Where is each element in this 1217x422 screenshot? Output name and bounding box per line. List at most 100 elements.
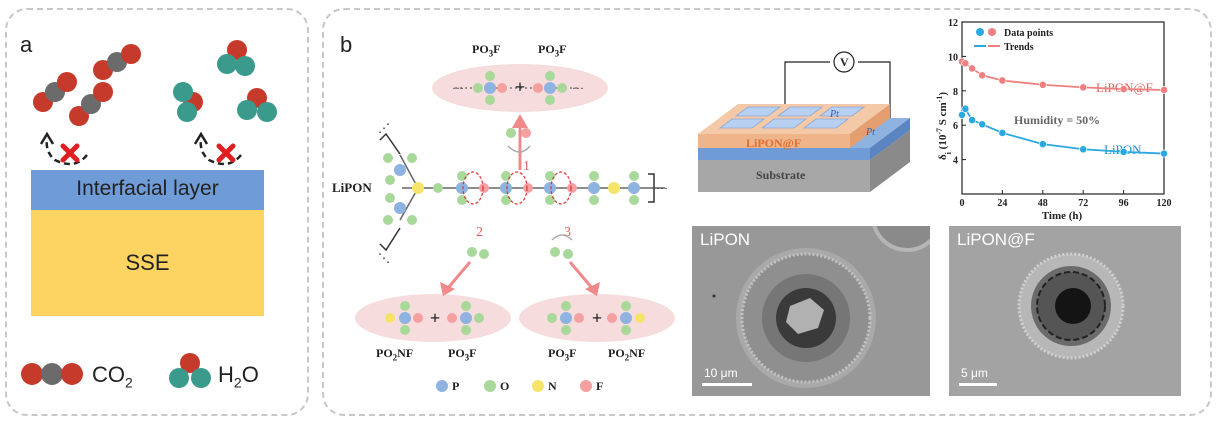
x-tick-label: 72 (1078, 198, 1088, 209)
data-point (1038, 140, 1047, 149)
svg-text:⋱: ⋱ (378, 251, 390, 265)
atom-legend-f: F (596, 379, 604, 393)
sse-layer: SSE (31, 210, 264, 316)
svg-text:···: ··· (572, 81, 584, 95)
path-1-label: 1 (523, 159, 530, 174)
svg-text:⋰: ⋰ (378, 121, 390, 135)
chart-annotation: Humidity = 50% (1014, 113, 1100, 127)
svg-text:···: ··· (452, 81, 464, 95)
co2-sub: 2 (125, 374, 133, 391)
blocked-arrow-left (45, 137, 88, 166)
lipon-chain: ··· ⋰ ⋱ (378, 121, 668, 265)
svg-text:+: + (515, 77, 525, 97)
data-point (968, 64, 976, 73)
sem-image-lipon: LiPON 10 μm (692, 226, 930, 396)
data-point (1119, 85, 1128, 93)
sem-scale-lipon: 10 μm (704, 366, 738, 380)
gas-molecules-illustration (33, 40, 277, 166)
data-point (998, 129, 1007, 137)
co2-text: CO (92, 362, 125, 387)
bottom-right-product-1: PO3F (548, 346, 577, 363)
data-point (1038, 80, 1047, 89)
pt-electrode-label-2: Pt (866, 127, 875, 138)
lipon-decomposition-scheme: + ··· ··· 1 ··· ⋰ ⋱ 2 (355, 64, 675, 392)
svg-text:+: + (430, 308, 440, 328)
data-point (1160, 86, 1168, 94)
lipon-chain-label: LiPON (332, 180, 372, 195)
data-point (978, 71, 987, 80)
atom-legend-p: P (452, 379, 460, 393)
pt-electrode-label-1: Pt (830, 109, 839, 120)
path-3-label: 3 (564, 225, 571, 240)
data-point (978, 120, 987, 129)
top-product-right-label: PO3F (538, 42, 567, 59)
interfacial-layer-label: Interfacial layer (76, 177, 219, 200)
data-point (998, 76, 1007, 85)
x-tick-label: 96 (1119, 198, 1129, 209)
bottom-left-product-1: PO2NF (376, 346, 414, 363)
product-ellipse-bottom-left (355, 294, 511, 342)
sem-scale-lipon-f: 5 μm (961, 366, 988, 380)
legend-co2-label: CO2 (92, 362, 133, 390)
cross-icon (216, 143, 236, 163)
panel-a (5, 8, 309, 416)
voltmeter-icon (833, 51, 855, 73)
y-tick-label: 12 (948, 18, 958, 29)
x-tick-label: 0 (960, 198, 965, 209)
data-point (961, 59, 970, 68)
atom-legend-n: N (548, 379, 557, 393)
device-schematic (698, 51, 910, 192)
lipon-f-layer-label: LiPON@F (746, 136, 802, 150)
fragment-top: + ··· ··· (452, 71, 584, 105)
data-point (1160, 149, 1168, 158)
fragment-bottom-right: + (547, 301, 645, 335)
y-tick-label: 6 (953, 121, 958, 132)
chart-legend: Data points Trends (974, 28, 1053, 53)
y-tick-label: 8 (953, 87, 958, 98)
legend-points-label: Data points (1004, 28, 1053, 39)
substrate-label: Substrate (756, 168, 806, 182)
data-point (1079, 83, 1088, 92)
co2-molecule (33, 72, 77, 112)
sem-title-lipon: LiPON (700, 230, 751, 249)
legend-h2o-label: H2O (218, 362, 259, 391)
panel-b (322, 8, 1212, 416)
cross-icon (60, 143, 80, 163)
y-tick-label: 10 (948, 52, 958, 63)
svg-text:···: ··· (656, 181, 668, 195)
data-point (968, 116, 976, 124)
sem-image-lipon-f: LiPON@F 5 μm (949, 226, 1181, 396)
x-tick-label: 48 (1038, 198, 1048, 209)
chart-frame (961, 21, 1165, 195)
h2o-molecule (237, 88, 277, 122)
sse-label: SSE (125, 250, 170, 275)
x-tick-label: 24 (997, 198, 1007, 209)
h2o-molecule (217, 40, 255, 76)
legend-co2-icon (21, 363, 83, 385)
legend-trends-label: Trends (1004, 42, 1034, 53)
voltmeter-label: V (840, 55, 849, 69)
y-tick-label: 4 (953, 156, 958, 167)
fragment-bottom-left: + (385, 301, 484, 335)
h2o-molecule (173, 82, 203, 122)
top-product-left-label: PO3F (472, 42, 501, 59)
panel-b-label: b (340, 32, 353, 57)
atom-legend-o: O (500, 379, 510, 393)
x-tick-label: 120 (1157, 198, 1172, 209)
data-point (958, 110, 966, 119)
interfacial-layer: Interfacial layer (31, 170, 264, 210)
data-point (1079, 145, 1088, 154)
legend-h2o-icon (169, 353, 211, 388)
sem-title-lipon-f: LiPON@F (957, 230, 1035, 249)
svg-text:+: + (592, 308, 602, 328)
chart-y-axis-label: δi (10-7 S cm-1) (935, 92, 953, 160)
path-2-label: 2 (476, 225, 483, 240)
product-ellipse-bottom-right (519, 294, 675, 342)
panel-a-label: a (20, 32, 33, 57)
co2-molecule (93, 44, 141, 80)
data-point (1119, 147, 1128, 156)
data-point (961, 104, 970, 113)
bottom-right-product-2: PO2NF (608, 346, 646, 363)
conductivity-chart: δi (10-7 S cm-1) Time (h) Humidity = 50%… (935, 18, 1172, 222)
bottom-left-product-2: PO3F (448, 346, 477, 363)
